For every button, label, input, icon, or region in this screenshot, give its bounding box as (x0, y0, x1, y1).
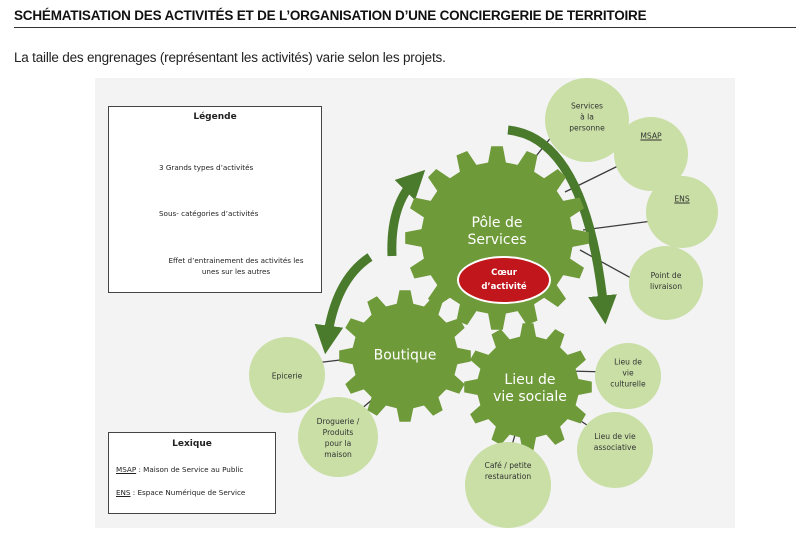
circle-label-associative: Lieu de vie associative (593, 432, 637, 452)
page-title: SCHÉMATISATION DES ACTIVITÉS ET DE L’ORG… (14, 8, 796, 28)
legend-title: Légende (193, 112, 237, 122)
circle-droguerie (298, 397, 378, 477)
circle-livraison (629, 246, 703, 320)
circle-epicerie (249, 337, 325, 413)
gear-vie-sociale (464, 323, 592, 451)
circle-msap (614, 117, 688, 191)
lexique-abbr: MSAP (116, 465, 137, 474)
legend-box: Légende 3 Grands types d’activités Sous-… (108, 106, 322, 293)
circle-ens (646, 176, 718, 248)
lexique-definition: : Espace Numérique de Service (130, 488, 246, 497)
circle-label-cafe: Café / petite restauration (484, 461, 532, 481)
lexique-abbr: ENS (116, 488, 131, 497)
coeur-activite-ellipse (457, 256, 551, 304)
circle-label-droguerie: Droguerie / Produits pour la maison (316, 417, 360, 459)
legend-item-label: 3 Grands types d’activités (159, 163, 254, 172)
lexique-item: ENS : Espace Numérique de Service (116, 488, 245, 497)
gear-boutique (339, 290, 471, 422)
gear-label-boutique: Boutique (373, 347, 437, 364)
circle-label-livraison: Point de livraison (649, 271, 683, 291)
flow-arrow-to-services (387, 169, 426, 257)
legend-item-label: Sous- catégories d’activités (159, 209, 259, 218)
coeur-activite-label: Cœur d’activité (481, 268, 527, 292)
lexique-title: Lexique (172, 439, 212, 449)
gear-label-vie-sociale: Lieu de vie sociale (493, 372, 567, 405)
circle-label-ens: ENS (674, 194, 690, 204)
lexique-item: MSAP : Maison de Service au Public (116, 465, 243, 474)
circles-layer (249, 78, 718, 528)
circle-cafe (465, 442, 551, 528)
gear-label-services: Pôle de Services (467, 215, 527, 248)
circle-label-epicerie: Epicerie (271, 371, 303, 381)
flow-arrow-services-to-vie-sociale (507, 125, 617, 325)
gears-layer (339, 146, 592, 451)
circle-culturelle (595, 343, 661, 409)
circle-services-personne (545, 78, 629, 162)
connector-line (582, 219, 661, 231)
legend-item-label: Effet d’entrainement des activités les u… (168, 256, 304, 276)
circle-label-culturelle: Lieu de vie culturelle (610, 357, 646, 389)
lexique-definition: : Maison de Service au Public (136, 465, 244, 474)
page-subtitle: La taille des engrenages (représentant l… (14, 50, 446, 65)
lexique-box: Lexique MSAP : Maison de Service au Publ… (108, 432, 276, 514)
flow-arrow-to-boutique (314, 253, 373, 355)
circle-label-services-personne: Services à la personne (569, 101, 605, 133)
flow-arrows (314, 125, 617, 355)
circle-associative (577, 412, 653, 488)
circle-label-msap: MSAP (640, 131, 662, 141)
